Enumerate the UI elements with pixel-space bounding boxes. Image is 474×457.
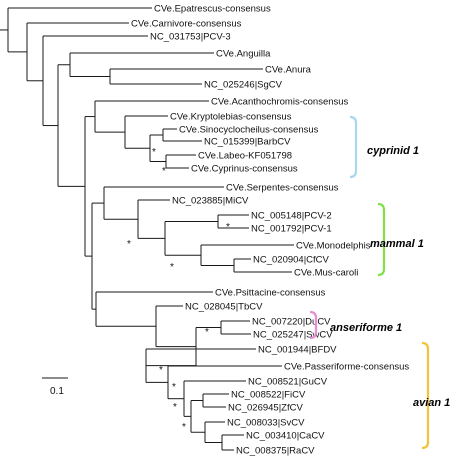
tree-branches [0, 7, 294, 451]
tip-label: CVe.Carnivore-consensus [131, 19, 242, 30]
clade-bracket [309, 310, 318, 340]
support-asterisk: * [170, 262, 174, 273]
tip-label: NC_028045|TbCV [185, 302, 263, 313]
support-asterisk: * [173, 402, 177, 413]
tip-label: NC_023885|MiCV [172, 196, 249, 207]
tip-label: NC_008522|FiCV [231, 390, 306, 401]
tip-label: CVe.Monodelphis [296, 241, 371, 252]
clade-label: cyprinid 1 [367, 145, 419, 157]
tip-label: CVe.Kryptolebias-consensus [170, 112, 292, 123]
tip-label: NC_003410|CaCV [246, 431, 325, 442]
support-asterisk: * [205, 327, 209, 338]
scale-bar-label: 0.1 [50, 386, 64, 397]
tip-label: CVe.Cyprinus-consensus [191, 164, 298, 175]
tip-label: NC_001944|BFDV [258, 345, 337, 356]
clade-bracket [349, 115, 358, 179]
tip-label: CVe.Epatrescus-consensus [154, 4, 271, 15]
tip-label: NC_031753|PCV-3 [150, 32, 231, 43]
clade-label: avian 1 [413, 397, 450, 409]
tip-label: NC_005148|PCV-2 [251, 211, 332, 222]
tip-label: CVe.Psittacine-consensus [215, 288, 326, 299]
tip-label: CVe.Anguilla [216, 49, 271, 60]
tip-label: NC_020904|CfCV [253, 255, 330, 266]
tip-label: CVe.Sinocyclocheilus-consensus [179, 125, 319, 136]
tip-label: NC_001792|PCV-1 [251, 224, 332, 235]
clade-bracket [421, 341, 430, 450]
support-asterisk: * [182, 422, 186, 433]
tip-label: CVe.Labeo-KF051798 [198, 151, 292, 162]
tip-label: NC_008033|SvCV [227, 418, 305, 429]
clade-bracket [377, 202, 386, 277]
tip-label: CVe.Anura [265, 65, 312, 76]
support-asterisk: * [159, 365, 163, 376]
support-asterisk: * [152, 147, 156, 158]
tip-label: NC_025247|SwCV [253, 330, 333, 341]
tip-label: CVe.Acanthochromis-consensus [211, 97, 349, 108]
support-asterisk: * [172, 382, 176, 393]
scale-bar: 0.1 [42, 377, 68, 397]
tip-label: CVe.Mus-caroli [294, 268, 358, 279]
tip-label: CVe.Serpentes-consensus [226, 183, 339, 194]
support-asterisk: * [127, 239, 131, 250]
tip-label: NC_008375|RaCV [236, 446, 315, 457]
tip-label: NC_015399|BarbCV [204, 137, 291, 148]
clade-label: mammal 1 [370, 238, 424, 250]
support-asterisk: * [226, 222, 230, 233]
support-asterisks: * * * * * * * * * * [127, 147, 230, 433]
tip-label: NC_025246|SgCV [204, 80, 283, 91]
support-asterisk: * [162, 166, 166, 177]
clade-brackets: cyprinid 1 mammal 1 anseriforme 1 avian 1 [309, 115, 450, 450]
tip-label: CVe.Passeriforme-consensus [284, 362, 409, 373]
tip-label: NC_007220|DuCV [252, 317, 331, 328]
clade-label: anseriforme 1 [330, 322, 402, 334]
tip-labels: CVe.Epatrescus-consensusCVe.Carnivore-co… [131, 4, 409, 457]
tip-label: NC_026945|ZfCV [228, 403, 303, 414]
tip-label: NC_008521|GuCV [248, 377, 328, 388]
